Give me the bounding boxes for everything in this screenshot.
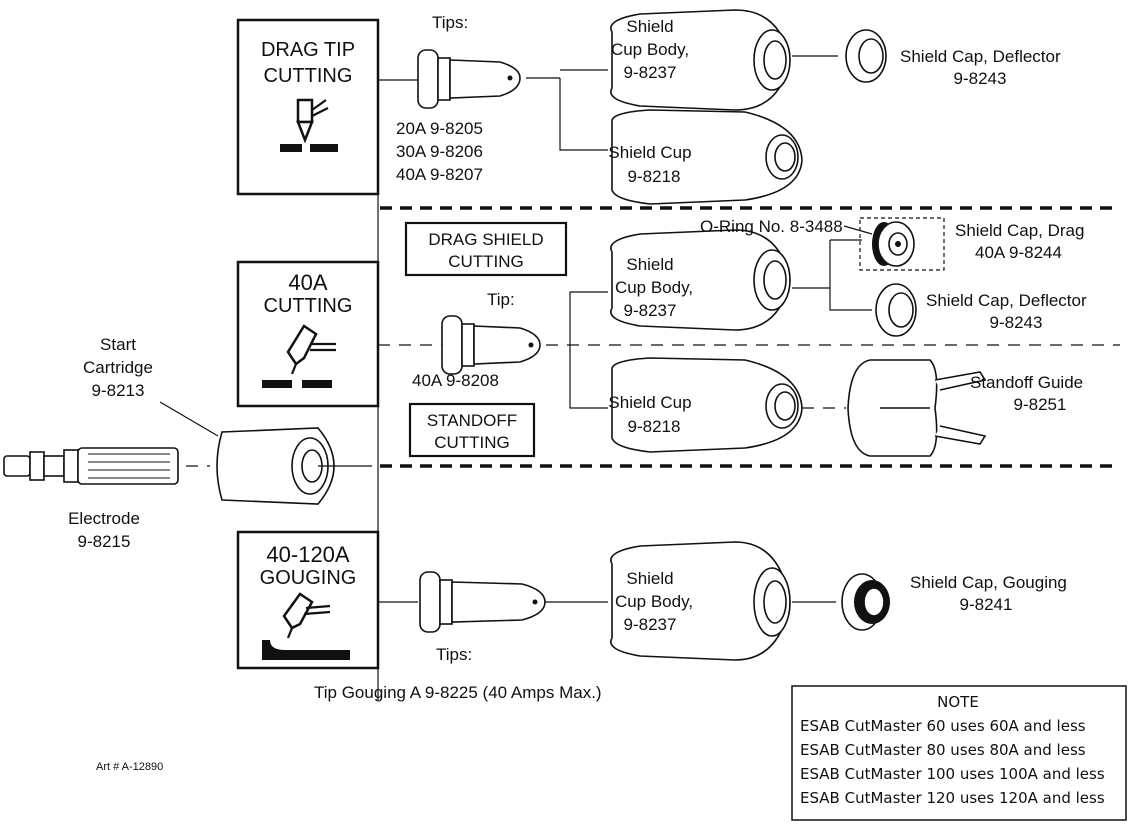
tip-mid-label: Tip:	[487, 290, 515, 309]
a40-cutting-box: 40A CUTTING	[238, 262, 378, 406]
shield-cup-1-l2: 9-8218	[628, 167, 681, 186]
shield-cup-1-l1: Shield Cup	[608, 143, 691, 162]
shield-cap-gouging-l1: Shield Cap, Gouging	[910, 573, 1067, 592]
shield-cup-body-1-l2: Cup Body,	[611, 40, 689, 59]
shield-cap-drag-l2: 40A 9-8244	[975, 243, 1062, 262]
tip-mid-part-label: 40A 9-8208	[412, 371, 499, 390]
shield-cup-body-1-l3: 9-8237	[624, 63, 677, 82]
shield-cap-deflector-2-l1: Shield Cap, Deflector	[926, 291, 1087, 310]
note-line-1: ESAB CutMaster 60 uses 60A and less	[800, 717, 1086, 735]
standoff-guide-l1: Standoff Guide	[970, 373, 1083, 392]
tip-30a-label: 30A 9-8206	[396, 142, 483, 161]
start-cartridge-l2: Cartridge	[83, 358, 153, 377]
start-cartridge-icon	[217, 428, 334, 504]
electrode-icon	[4, 448, 178, 484]
shield-cap-deflector-1-l2: 9-8243	[954, 69, 1007, 88]
shield-cup-2-l1: Shield Cup	[608, 393, 691, 412]
gouging-box: 40-120A GOUGING	[238, 532, 378, 668]
standoff-cutting-box: STANDOFF CUTTING	[410, 404, 534, 456]
note-box: NOTE ESAB CutMaster 60 uses 60A and less…	[792, 686, 1126, 820]
a40-label-2: CUTTING	[264, 295, 353, 317]
start-cartridge-l3: 9-8213	[92, 381, 145, 400]
a40-label-1: 40A	[288, 270, 327, 295]
gouging-label-1: 40-120A	[266, 542, 350, 567]
tip-mid-icon	[442, 316, 540, 374]
tip-20a-label: 20A 9-8205	[396, 119, 483, 138]
drag-tip-cutting-box: DRAG TIP CUTTING	[238, 20, 378, 194]
shield-cap-deflector-top-icon	[846, 30, 886, 82]
drag-tip-label-2: CUTTING	[264, 65, 353, 87]
electrode-l2: 9-8215	[78, 532, 131, 551]
shield-cup-body-1-l1: Shield	[626, 17, 673, 36]
shield-cap-gouging-icon	[842, 574, 890, 630]
tips-bottom-label: Tips:	[436, 645, 472, 664]
tip-top-icon	[418, 50, 520, 108]
tip-40a-label: 40A 9-8207	[396, 165, 483, 184]
start-cartridge-l1: Start	[100, 335, 136, 354]
tip-gouging-label: Tip Gouging A 9-8225 (40 Amps Max.)	[314, 683, 602, 702]
tips-top-label: Tips:	[432, 13, 468, 32]
shield-cap-deflector-1-l1: Shield Cap, Deflector	[900, 47, 1061, 66]
shield-cup-2-l2: 9-8218	[628, 417, 681, 436]
tip-gouging-icon	[420, 572, 545, 632]
oring-label: O-Ring No. 8-3488	[700, 217, 843, 236]
shield-cap-deflector-mid-icon	[876, 284, 916, 336]
electrode-l1: Electrode	[68, 509, 140, 528]
standoff-guide-icon	[848, 360, 985, 456]
note-line-4: ESAB CutMaster 120 uses 120A and less	[800, 789, 1105, 807]
shield-cap-drag-l1: Shield Cap, Drag	[955, 221, 1084, 240]
note-line-2: ESAB CutMaster 80 uses 80A and less	[800, 741, 1086, 759]
shield-cup-body-3-l3: 9-8237	[624, 615, 677, 634]
shield-cap-deflector-2-l2: 9-8243	[990, 313, 1043, 332]
art-number: Art # A-12890	[96, 761, 163, 773]
drag-shield-label-1: DRAG SHIELD	[428, 230, 543, 249]
standoff-guide-l2: 9-8251	[1014, 395, 1067, 414]
drag-shield-label-2: CUTTING	[448, 252, 524, 271]
shield-cup-body-2-l3: 9-8237	[624, 301, 677, 320]
standoff-label-2: CUTTING	[434, 433, 510, 452]
shield-cup-body-2-l2: Cup Body,	[615, 278, 693, 297]
gouging-label-2: GOUGING	[260, 567, 357, 589]
drag-shield-cutting-box: DRAG SHIELD CUTTING	[406, 223, 566, 275]
shield-cup-body-3-l1: Shield	[626, 569, 673, 588]
shield-cap-gouging-l2: 9-8241	[960, 595, 1013, 614]
standoff-label-1: STANDOFF	[427, 411, 517, 430]
shield-cup-body-3-l2: Cup Body,	[615, 592, 693, 611]
note-title: NOTE	[937, 693, 979, 711]
note-line-3: ESAB CutMaster 100 uses 100A and less	[800, 765, 1105, 783]
shield-cup-body-2-l1: Shield	[626, 255, 673, 274]
drag-tip-label-1: DRAG TIP	[261, 39, 355, 61]
shield-cap-drag-icon	[872, 222, 914, 266]
